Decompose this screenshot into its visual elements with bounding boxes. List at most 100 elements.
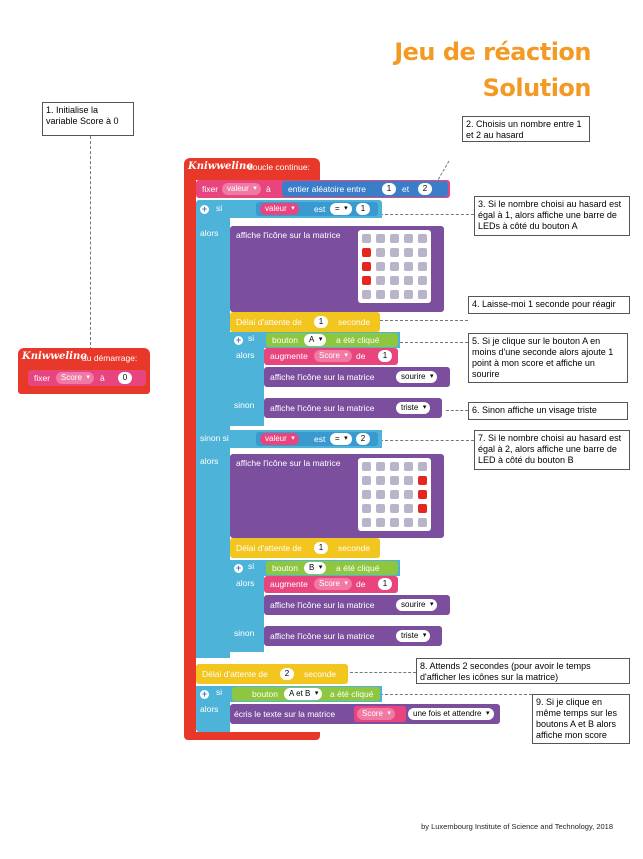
start-block[interactable]: Kniwwelino au démarrage: fixer Score à 0: [18, 348, 150, 394]
led-cell[interactable]: [418, 262, 427, 271]
led-cell[interactable]: [390, 504, 399, 513]
icon-dropdown-smile[interactable]: sourire: [396, 599, 438, 611]
delay-2-block[interactable]: Délai d'attente de 1 seconde: [230, 538, 380, 558]
led-cell[interactable]: [362, 248, 371, 257]
random-max[interactable]: 2: [418, 183, 432, 195]
led-cell[interactable]: [362, 234, 371, 243]
random-int-block[interactable]: entier aléatoire entre 1 et 2: [282, 181, 448, 197]
if-valeur-header[interactable]: + si valeur est = 1: [196, 200, 382, 218]
score-var-dropdown[interactable]: Score: [314, 350, 352, 362]
led-cell[interactable]: [362, 518, 371, 527]
delay-value[interactable]: 1: [314, 316, 328, 328]
led-cell[interactable]: [404, 248, 413, 257]
led-cell[interactable]: [404, 276, 413, 285]
icon-dropdown-sad[interactable]: triste: [396, 402, 431, 414]
if-button-b-header[interactable]: + si bouton B a été cliqué: [230, 560, 400, 576]
led-cell[interactable]: [376, 490, 385, 499]
led-cell[interactable]: [418, 462, 427, 471]
led-cell[interactable]: [418, 476, 427, 485]
led-cell[interactable]: [390, 490, 399, 499]
led-cell[interactable]: [390, 234, 399, 243]
led-cell[interactable]: [404, 262, 413, 271]
show-icon-sad-block[interactable]: affiche l'icône sur la matrice triste: [264, 626, 442, 646]
score-var-block[interactable]: Score: [354, 706, 406, 722]
valeur-var-dropdown[interactable]: valeur: [260, 433, 299, 445]
led-cell[interactable]: [362, 476, 371, 485]
led-cell[interactable]: [404, 462, 413, 471]
score-var-dropdown[interactable]: Score: [56, 372, 94, 384]
show-icon-smile-block[interactable]: affiche l'icône sur la matrice sourire: [264, 367, 450, 387]
delay-value[interactable]: 1: [314, 542, 328, 554]
led-cell[interactable]: [390, 248, 399, 257]
delay-value[interactable]: 2: [280, 668, 294, 680]
button-clicked-block[interactable]: bouton B a été cliqué: [266, 561, 398, 575]
increase-amount[interactable]: 1: [378, 578, 392, 590]
led-cell[interactable]: [418, 290, 427, 299]
plus-icon[interactable]: +: [200, 689, 209, 699]
increase-score-block[interactable]: augmente Score de 1: [264, 576, 398, 593]
led-cell[interactable]: [376, 248, 385, 257]
delay-3-block[interactable]: Délai d'attente de 2 seconde: [196, 664, 348, 684]
show-icon-sad-block[interactable]: affiche l'icône sur la matrice triste: [264, 398, 442, 418]
led-cell[interactable]: [404, 518, 413, 527]
led-cell[interactable]: [362, 290, 371, 299]
button-dropdown[interactable]: A et B: [284, 688, 323, 700]
led-matrix-b[interactable]: [358, 458, 431, 531]
show-icon-smile-block[interactable]: affiche l'icône sur la matrice sourire: [264, 595, 450, 615]
random-min[interactable]: 1: [382, 183, 396, 195]
valeur-var-dropdown[interactable]: valeur: [222, 183, 261, 195]
led-cell[interactable]: [362, 262, 371, 271]
show-icon-matrix-b[interactable]: affiche l'icône sur la matrice: [230, 454, 444, 538]
button-dropdown[interactable]: A: [304, 334, 327, 346]
increase-amount[interactable]: 1: [378, 350, 392, 362]
icon-dropdown-sad[interactable]: triste: [396, 630, 431, 642]
show-icon-matrix-a[interactable]: affiche l'icône sur la matrice: [230, 226, 444, 312]
if-button-a-header[interactable]: + si bouton A a été cliqué: [230, 332, 400, 348]
write-text-block[interactable]: écris le texte sur la matrice Score une …: [230, 704, 500, 724]
write-mode-dropdown[interactable]: une fois et attendre: [408, 708, 494, 720]
led-cell[interactable]: [418, 276, 427, 285]
led-cell[interactable]: [376, 504, 385, 513]
operator-dropdown[interactable]: =: [330, 433, 352, 445]
led-cell[interactable]: [390, 276, 399, 285]
led-cell[interactable]: [418, 234, 427, 243]
score-initial-value[interactable]: 0: [118, 372, 132, 384]
score-var-dropdown[interactable]: Score: [357, 708, 395, 720]
led-cell[interactable]: [376, 262, 385, 271]
plus-icon[interactable]: +: [200, 204, 209, 214]
if-button-ab-header[interactable]: + si bouton A et B a été cliqué: [196, 686, 382, 702]
led-cell[interactable]: [376, 518, 385, 527]
led-cell[interactable]: [418, 248, 427, 257]
led-cell[interactable]: [376, 290, 385, 299]
plus-icon[interactable]: +: [234, 563, 243, 573]
elif-valeur-header[interactable]: sinon si valeur est = 2: [196, 430, 382, 448]
led-cell[interactable]: [404, 234, 413, 243]
led-cell[interactable]: [418, 518, 427, 527]
delay-1-block[interactable]: Délai d'attente de 1 seconde: [230, 312, 380, 332]
compare-value[interactable]: 1: [356, 203, 370, 215]
plus-icon[interactable]: +: [234, 335, 243, 345]
led-cell[interactable]: [404, 490, 413, 499]
increase-score-block[interactable]: augmente Score de 1: [264, 348, 398, 365]
led-matrix-a[interactable]: [358, 230, 431, 303]
led-cell[interactable]: [418, 490, 427, 499]
set-valeur-block[interactable]: fixer valeur à entier aléatoire entre 1 …: [196, 180, 450, 198]
led-cell[interactable]: [362, 490, 371, 499]
led-cell[interactable]: [376, 476, 385, 485]
led-cell[interactable]: [418, 504, 427, 513]
compare-block[interactable]: valeur est = 2: [256, 432, 378, 446]
operator-dropdown[interactable]: =: [330, 203, 352, 215]
valeur-var-dropdown[interactable]: valeur: [260, 203, 299, 215]
compare-block[interactable]: valeur est = 1: [256, 202, 378, 216]
led-cell[interactable]: [376, 462, 385, 471]
led-cell[interactable]: [404, 290, 413, 299]
loop-hat[interactable]: Kniwwelino boucle continue:: [184, 158, 320, 180]
led-cell[interactable]: [362, 276, 371, 285]
led-cell[interactable]: [390, 476, 399, 485]
led-cell[interactable]: [376, 276, 385, 285]
led-cell[interactable]: [404, 476, 413, 485]
set-score-block[interactable]: fixer Score à 0: [28, 370, 146, 386]
led-cell[interactable]: [362, 504, 371, 513]
led-cell[interactable]: [390, 518, 399, 527]
led-cell[interactable]: [404, 504, 413, 513]
